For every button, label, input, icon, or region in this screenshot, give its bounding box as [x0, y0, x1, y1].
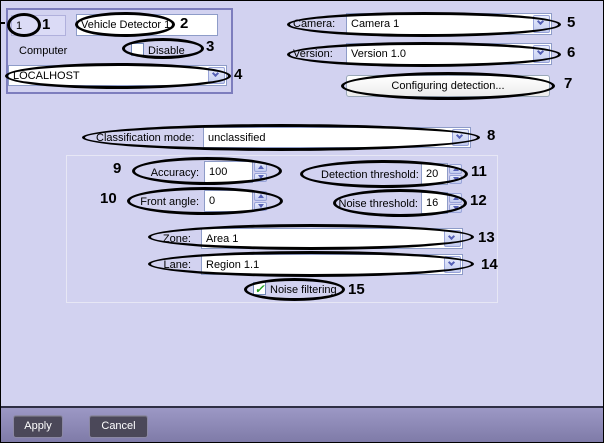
spinner-down-button[interactable]	[449, 174, 462, 184]
callout-number-6: 6	[567, 44, 576, 61]
detection-settings-group	[66, 155, 498, 303]
callout-number-5: 5	[567, 14, 576, 31]
disable-checkbox[interactable]	[131, 43, 144, 56]
lane-select[interactable]: Region 1.1	[201, 254, 463, 275]
zone-select-dropdown-button[interactable]	[444, 230, 461, 247]
chevron-down-icon	[447, 258, 456, 267]
noise-filtering-checkbox[interactable]: ✓	[253, 282, 266, 295]
spinner-up-icon	[452, 166, 459, 171]
detection-threshold-spinner[interactable]	[448, 163, 463, 185]
chevron-down-icon	[211, 69, 220, 78]
apply-button[interactable]: Apply	[13, 415, 63, 438]
detector-name-field[interactable]	[76, 14, 218, 36]
noise-threshold-spinner[interactable]	[448, 192, 463, 214]
front-angle-label: Front angle:	[140, 196, 199, 208]
spinner-down-button[interactable]	[449, 203, 462, 213]
chevron-down-icon	[536, 17, 545, 26]
detection-threshold-input[interactable]	[421, 163, 448, 185]
classification-mode-select[interactable]: unclassified	[203, 127, 471, 148]
check-icon: ✓	[254, 281, 265, 296]
version-label: Version:	[293, 48, 333, 60]
camera-select-value: Camera 1	[351, 18, 400, 30]
front-angle-spinner[interactable]	[253, 190, 268, 212]
computer-label: Computer	[19, 45, 68, 57]
configure-detection-button[interactable]: Configuring detection...	[346, 75, 550, 97]
chevron-down-icon	[447, 232, 456, 241]
spinner-down-button[interactable]	[254, 201, 267, 211]
callout-number-8: 8	[487, 127, 496, 144]
camera-select[interactable]: Camera 1	[346, 13, 552, 35]
noise-threshold-input[interactable]	[421, 192, 448, 214]
spinner-up-button[interactable]	[254, 162, 267, 172]
spinner-up-icon	[257, 193, 264, 198]
accuracy-label: Accuracy:	[150, 167, 199, 179]
callout-number-4: 4	[234, 66, 243, 83]
zone-label: Zone:	[162, 233, 191, 245]
spinner-up-icon	[257, 164, 264, 169]
chevron-down-icon	[536, 47, 545, 56]
disable-checkbox-label[interactable]: Disable	[148, 45, 185, 57]
chevron-down-icon	[455, 131, 464, 140]
computer-select-dropdown-button[interactable]	[208, 67, 225, 84]
spinner-up-button[interactable]	[449, 164, 462, 174]
callout-number-7: 7	[564, 75, 573, 92]
classification-mode-dropdown-button[interactable]	[452, 129, 469, 146]
lane-select-dropdown-button[interactable]	[444, 256, 461, 273]
zone-select-value: Area 1	[206, 232, 239, 245]
detector-identity-panel	[6, 8, 233, 94]
spinner-down-icon	[452, 177, 459, 182]
noise-threshold-label: Noise threshold:	[338, 198, 419, 210]
annotation-dash	[1, 22, 5, 24]
spinner-up-button[interactable]	[254, 191, 267, 201]
version-select[interactable]: Version 1.0	[346, 43, 552, 65]
lane-label: Lane:	[163, 259, 191, 271]
noise-filtering-checkbox-label[interactable]: Noise filtering	[270, 284, 337, 296]
zone-select[interactable]: Area 1	[201, 228, 463, 249]
lane-select-value: Region 1.1	[206, 258, 260, 271]
cancel-button[interactable]: Cancel	[89, 415, 148, 438]
spinner-up-button[interactable]	[449, 193, 462, 203]
version-select-dropdown-button[interactable]	[533, 45, 550, 63]
camera-select-dropdown-button[interactable]	[533, 15, 550, 33]
accuracy-input[interactable]	[204, 161, 253, 183]
spinner-up-icon	[452, 195, 459, 200]
classification-mode-label: Classification mode:	[96, 132, 195, 144]
version-select-value: Version 1.0	[351, 48, 407, 60]
spinner-down-button[interactable]	[254, 172, 267, 182]
front-angle-input[interactable]	[204, 190, 253, 212]
accuracy-spinner[interactable]	[253, 161, 268, 183]
spinner-down-icon	[257, 175, 264, 180]
footer-bar: Apply Cancel	[1, 406, 603, 442]
spinner-down-icon	[452, 206, 459, 211]
detector-id-field[interactable]	[11, 15, 66, 36]
classification-mode-select-value: unclassified	[208, 131, 266, 144]
camera-label: Camera:	[293, 18, 336, 30]
spinner-down-icon	[257, 204, 264, 209]
computer-select[interactable]: LOCALHOST	[8, 65, 227, 86]
computer-select-value: LOCALHOST	[13, 69, 80, 82]
detection-threshold-label: Detection threshold:	[321, 169, 419, 181]
